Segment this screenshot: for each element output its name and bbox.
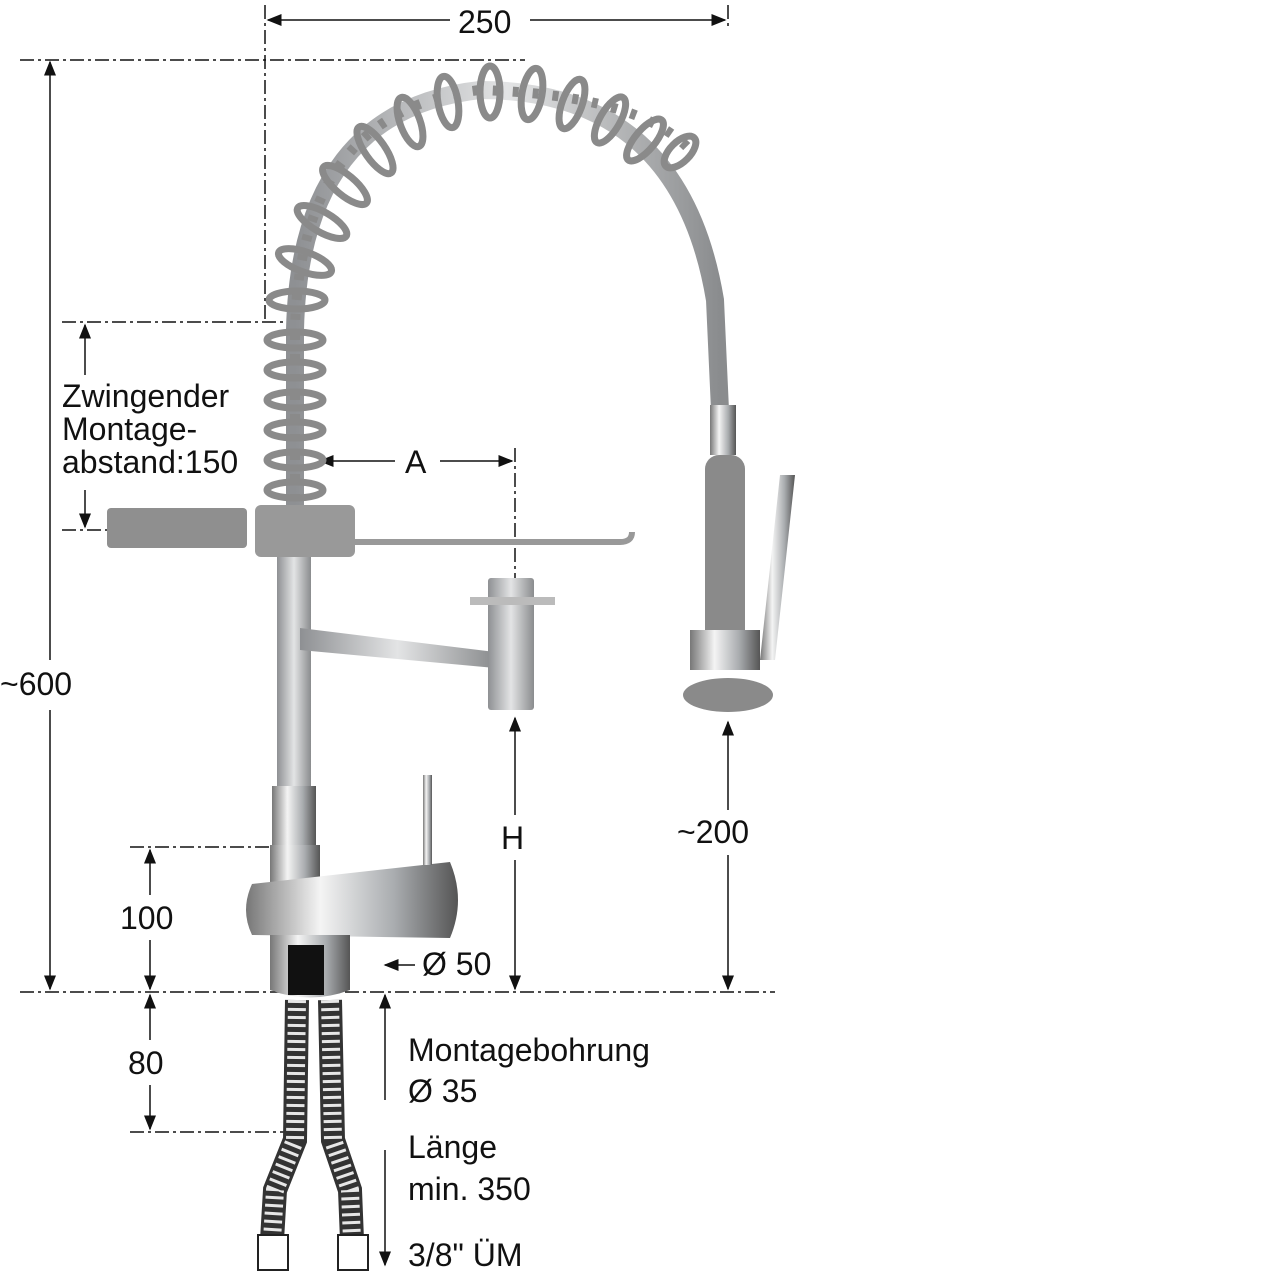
mounting-hole-diameter: Ø 35 — [408, 1073, 478, 1109]
dimension-body-diameter: Ø 50 — [422, 946, 492, 982]
dimension-a: A — [405, 444, 427, 480]
wall-bracket — [107, 505, 635, 557]
mounting-note-line2: Montage- — [62, 411, 198, 447]
mounting-note-line3: abstand:150 — [62, 444, 239, 480]
dimension-h: H — [501, 820, 525, 856]
hose-length-value: min. 350 — [408, 1171, 531, 1207]
dimension-shank-length: 80 — [128, 1045, 164, 1081]
spring-hose — [263, 62, 729, 580]
spray-head — [683, 405, 795, 712]
center-lines — [20, 5, 775, 1133]
dimension-body-height: 100 — [120, 900, 174, 936]
supply-hoses — [257, 999, 369, 1271]
faucet-column — [246, 557, 555, 998]
dimension-width-total: 250 — [458, 4, 512, 40]
mounting-note-line1: Zwingender — [62, 378, 230, 414]
mounting-hole-title: Montagebohrung — [408, 1032, 650, 1068]
hose-length-title: Länge — [408, 1129, 497, 1165]
dimension-spray-height: ~200 — [677, 814, 750, 850]
dimension-lines — [44, 14, 734, 1267]
connection-spec: 3/8" ÜM — [408, 1237, 523, 1273]
dimension-height-total: ~600 — [0, 666, 73, 702]
